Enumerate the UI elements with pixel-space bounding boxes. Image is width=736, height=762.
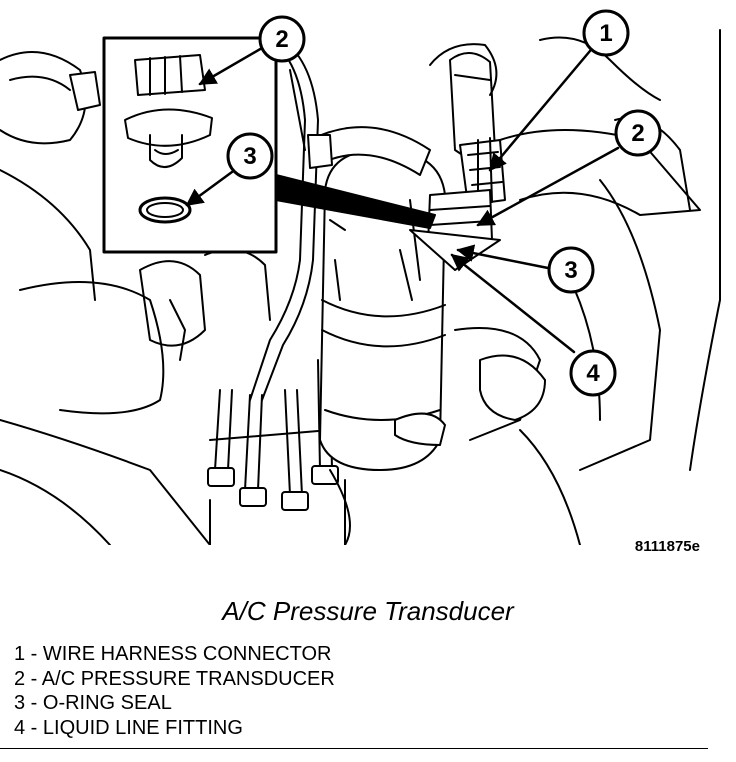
upper-hose [307, 126, 431, 176]
refrigerant-lines [207, 39, 346, 545]
bottom-rule [0, 748, 708, 749]
callout-bubble-3-inset: 3 [226, 132, 274, 180]
figure-code: 8111875e [634, 538, 700, 555]
callout-legend: 1 - WIRE HARNESS CONNECTOR 2 - A/C PRESS… [14, 642, 335, 740]
left-engine-components [0, 51, 271, 545]
engine-bay-illustration: 2 3 1 2 3 4 [0, 9, 721, 545]
legend-item: 3 - O-RING SEAL [14, 692, 172, 714]
callout-bubble-3: 3 [547, 246, 595, 294]
vertical-hose [429, 43, 498, 161]
legend-item: 4 - LIQUID LINE FITTING [14, 716, 243, 739]
callout-bubble-4: 4 [569, 349, 617, 397]
legend-item: 2 - A/C PRESSURE TRANSDUCER [14, 667, 335, 690]
figure-caption: A/C Pressure Transducer [222, 596, 514, 626]
callout-number: 2 [631, 120, 644, 147]
callout-bubble-1: 1 [582, 9, 630, 57]
callout-bubbles: 2 3 1 2 3 4 [226, 9, 662, 397]
callout-bubble-2-inset: 2 [258, 15, 306, 63]
callout-number: 4 [586, 360, 600, 387]
callout-bubble-2: 2 [614, 109, 662, 157]
inset-pointer-wedge [275, 174, 436, 229]
callout-number: 2 [275, 26, 288, 53]
callout-number: 3 [243, 143, 256, 170]
callout-leaders [185, 43, 620, 354]
callout-number: 1 [599, 20, 612, 47]
legend-item: 1 - WIRE HARNESS CONNECTOR [14, 643, 332, 665]
callout-number: 3 [564, 257, 577, 284]
installed-transducer [409, 189, 501, 271]
